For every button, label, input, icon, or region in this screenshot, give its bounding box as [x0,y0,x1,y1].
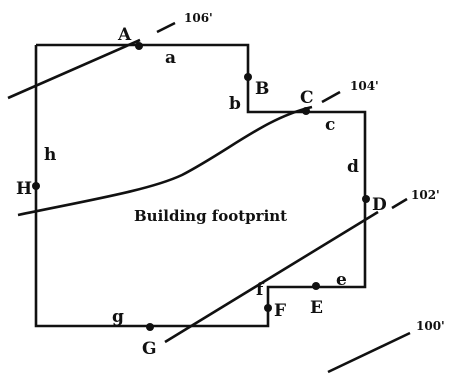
point-label-a: A [117,25,132,45]
point-d-marker [362,195,370,203]
point-a-marker [135,42,143,50]
point-g-marker [146,323,154,331]
side-label-b: b [229,94,241,114]
point-c-marker [302,107,310,115]
side-label-g: g [112,307,124,327]
side-label-d: d [347,157,359,177]
contour-line-102 [164,210,379,344]
side-label-e: e [336,270,347,290]
point-label-g: G [142,339,157,359]
contour-line-102-tail [391,197,408,210]
contour-line-104-tail [321,90,341,104]
contour-line-104 [17,105,313,217]
point-h-marker [32,182,40,190]
side-label-h: h [44,145,56,165]
point-label-h: H [16,179,32,199]
contour-line-106 [7,38,141,100]
contour-line-100 [327,331,411,374]
side-label-c: c [325,115,335,135]
side-label-f: f [256,280,265,300]
point-f-marker [264,304,272,312]
contour-label-104: 104' [350,79,379,93]
building-outline [34,43,367,328]
contour-line-106-tail [156,21,176,34]
point-label-e: E [310,298,323,318]
point-label-c: C [300,88,314,108]
point-b-marker [244,73,252,81]
contour-label-106: 106' [184,11,213,25]
point-e-marker [312,282,320,290]
building-footprint-title: Building footprint [134,207,287,225]
contour-label-102: 102' [411,188,440,202]
point-label-b: B [255,79,269,99]
side-label-a: a [165,48,176,68]
contour-label-100: 100' [416,319,445,333]
point-label-f: F [274,301,286,321]
point-label-d: D [372,195,387,215]
